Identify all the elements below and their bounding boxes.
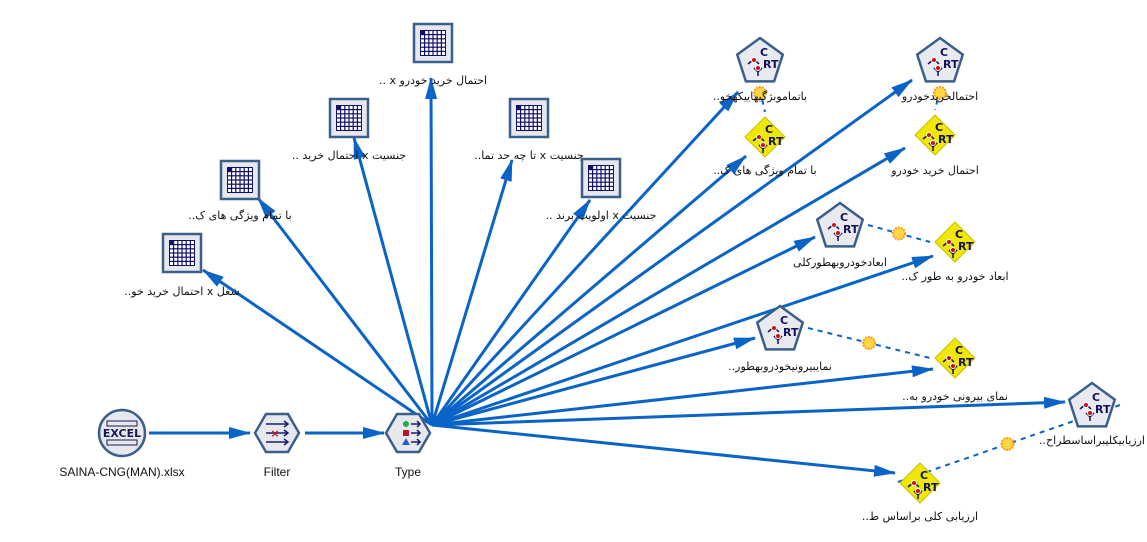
table-icon bbox=[336, 105, 362, 131]
crt-builder-node-p3[interactable]: CRT bbox=[815, 201, 865, 248]
svg-text:C: C bbox=[920, 469, 928, 482]
stream-link-type-d4[interactable] bbox=[431, 365, 934, 427]
crt-builder-node-p1[interactable]: CRT bbox=[735, 36, 785, 83]
svg-text:RT: RT bbox=[768, 135, 784, 148]
svg-text:RT: RT bbox=[943, 58, 959, 71]
crt-nugget-node-d1[interactable]: CRT bbox=[744, 116, 786, 158]
table-node-t1[interactable] bbox=[161, 232, 203, 274]
table-node-t6[interactable] bbox=[580, 157, 622, 199]
stream-link-type-p4[interactable] bbox=[431, 336, 756, 427]
svg-text:C: C bbox=[940, 46, 948, 59]
node-label-p4: نمایبیرونیخودروبهطور.. bbox=[728, 360, 832, 373]
stream-link-type-t1[interactable] bbox=[202, 268, 433, 427]
node-label-type: Type bbox=[394, 465, 422, 479]
svg-text:RT: RT bbox=[958, 240, 974, 253]
node-label-d5: ارزیابی کلی براساس ط.. bbox=[861, 510, 979, 523]
svg-text:RT: RT bbox=[923, 481, 939, 494]
node-label-t5: جنسیت x تا چه حد تما.. bbox=[474, 149, 584, 162]
svg-text:×: × bbox=[270, 427, 279, 440]
stream-link-type-t3[interactable] bbox=[352, 137, 434, 426]
table-node-t5[interactable] bbox=[508, 97, 550, 139]
excel-icon: EXCEL bbox=[103, 427, 141, 440]
stream-link-type-d2[interactable] bbox=[431, 146, 906, 427]
svg-text:RT: RT bbox=[958, 356, 974, 369]
svg-text:RT: RT bbox=[1095, 403, 1111, 416]
filter-node-filter[interactable]: × bbox=[253, 412, 301, 454]
node-label-t4: احتمال خرید خودرو x .. bbox=[378, 74, 488, 87]
stream-link-type-t5[interactable] bbox=[430, 159, 514, 426]
node-label-p3: ابعادخودروبهطورکلی bbox=[793, 256, 887, 269]
table-icon bbox=[516, 105, 542, 131]
model-refresh-star-icon[interactable] bbox=[1000, 437, 1015, 451]
type-node-type[interactable] bbox=[384, 412, 432, 454]
table-icon bbox=[420, 30, 446, 56]
crt-nugget-node-d2[interactable]: CRT bbox=[914, 114, 956, 156]
node-label-d1: با تمام ویژگی های ک.. bbox=[713, 164, 817, 177]
node-label-t1: شغل x احتمال خرید خو.. bbox=[124, 285, 240, 298]
crt-nugget-node-d4[interactable]: CRT bbox=[934, 337, 976, 379]
node-label-d3: ابعاد خودرو به طور ک.. bbox=[901, 270, 1009, 283]
stream-link-type-d3[interactable] bbox=[431, 254, 934, 427]
node-label-t3: جنسیت x احتمال خرید .. bbox=[291, 149, 407, 162]
excel-source-node-excel[interactable]: EXCEL bbox=[97, 408, 147, 458]
svg-text:C: C bbox=[955, 344, 963, 357]
stream-link-type-p1[interactable] bbox=[430, 90, 740, 427]
node-label-filter: Filter bbox=[263, 465, 291, 479]
table-node-t4[interactable] bbox=[412, 22, 454, 64]
svg-text:RT: RT bbox=[783, 326, 799, 339]
crt-builder-node-p4[interactable]: CRT bbox=[755, 304, 805, 351]
node-label-p2: احتمالخریدخودرو bbox=[901, 90, 979, 103]
svg-text:C: C bbox=[760, 46, 768, 59]
node-label-excel: SAINA-CNG(MAN).xlsx bbox=[59, 465, 185, 479]
table-node-t3[interactable] bbox=[328, 97, 370, 139]
node-label-p5: ارزیابیکلیبراساسطراح.. bbox=[1039, 434, 1145, 447]
table-icon bbox=[169, 240, 195, 266]
crt-nugget-node-d5[interactable]: CRT bbox=[899, 462, 941, 504]
svg-text:RT: RT bbox=[763, 58, 779, 71]
stream-link-type-p2[interactable] bbox=[431, 78, 913, 427]
svg-text:C: C bbox=[935, 121, 943, 134]
crt-builder-node-p2[interactable]: CRT bbox=[915, 36, 965, 83]
svg-text:C: C bbox=[840, 211, 848, 224]
svg-text:RT: RT bbox=[843, 223, 859, 236]
table-icon bbox=[227, 167, 253, 193]
model-refresh-star-icon[interactable] bbox=[892, 226, 906, 241]
svg-text:C: C bbox=[955, 228, 963, 241]
stream-link-type-t6[interactable] bbox=[430, 199, 592, 426]
table-node-t2[interactable] bbox=[219, 159, 261, 201]
crt-builder-node-p5[interactable]: CRT bbox=[1067, 381, 1117, 428]
stream-link-type-t4[interactable] bbox=[425, 77, 438, 426]
node-label-p1: باتماموبژگیهاییکهخو.. bbox=[712, 90, 808, 103]
svg-text:C: C bbox=[765, 123, 773, 136]
stream-link-type-t2[interactable] bbox=[256, 197, 434, 426]
model-refresh-star-icon[interactable] bbox=[933, 86, 947, 100]
svg-text:C: C bbox=[780, 314, 788, 327]
stream-link-type-p3[interactable] bbox=[431, 235, 816, 427]
node-label-t6: جنسیت x اولویت برند .. bbox=[545, 209, 657, 222]
svg-text:C: C bbox=[1092, 391, 1100, 404]
model-refresh-star-icon[interactable] bbox=[862, 336, 876, 350]
node-label-t2: با تمام ویژگی های ک.. bbox=[188, 209, 292, 222]
stream-link-type-p5[interactable] bbox=[431, 396, 1066, 427]
crt-nugget-node-d3[interactable]: CRT bbox=[934, 221, 976, 263]
stream-link-type-d1[interactable] bbox=[431, 154, 747, 427]
node-label-d2: احتمال خرید خودرو bbox=[891, 164, 979, 177]
model-refresh-star-icon[interactable] bbox=[753, 86, 767, 100]
table-icon bbox=[588, 165, 614, 191]
svg-text:RT: RT bbox=[938, 133, 954, 146]
stream-link-type-d5[interactable] bbox=[431, 423, 896, 477]
node-label-d4: نمای بیرونی خودرو به.. bbox=[902, 390, 1008, 403]
